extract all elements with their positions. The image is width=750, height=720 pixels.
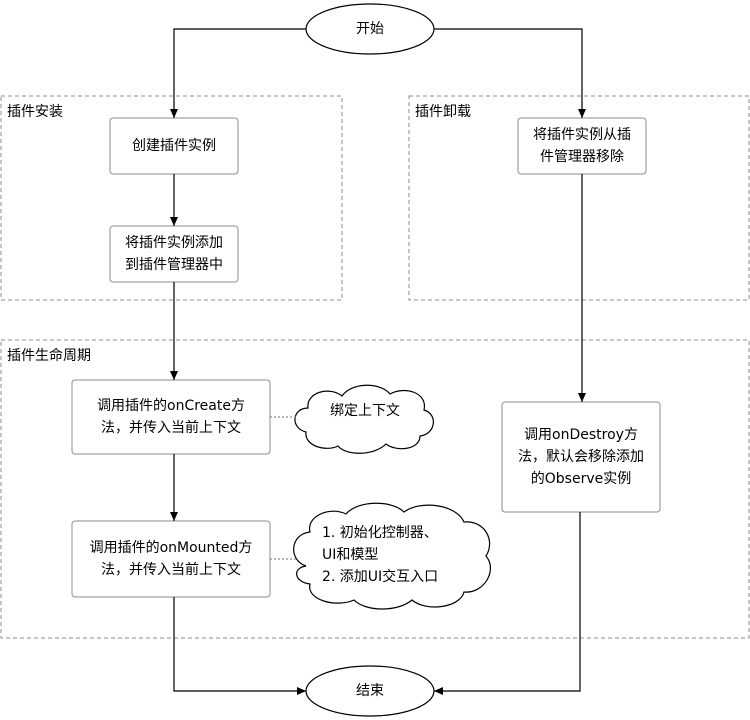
on-destroy-label: 调用onDestroy方 法，默认会移除添加 的Observe实例 bbox=[518, 427, 644, 487]
group-install-label: 插件安装 bbox=[7, 104, 63, 120]
end-label: 结束 bbox=[356, 683, 384, 699]
group-uninstall-label: 插件卸载 bbox=[415, 104, 471, 120]
edge-onmounted-to-end bbox=[173, 597, 306, 695]
mounted-notes-text: 1. 初始化控制器、 UI和模型 2. 添加UI交互入口 bbox=[322, 525, 439, 585]
on-mounted-label: 调用插件的onMounted方 法，并传入当前上下文 bbox=[89, 540, 253, 578]
mounted-notes-cloud bbox=[293, 502, 491, 610]
on-create-label: 调用插件的onCreate方 法，并传入当前上下文 bbox=[97, 398, 245, 436]
group-lifecycle bbox=[0, 339, 750, 639]
edge-start-to-create bbox=[170, 28, 306, 118]
group-install bbox=[0, 95, 343, 301]
on-destroy-box bbox=[501, 401, 661, 513]
group-uninstall bbox=[408, 95, 750, 301]
remove-from-manager-label: 将插件实例从插 件管理器移除 bbox=[533, 127, 631, 165]
bind-context-cloud bbox=[294, 384, 434, 454]
edge-ondestroy-to-end bbox=[434, 512, 581, 695]
add-to-manager-label: 将插件实例添加 到插件管理器中 bbox=[125, 235, 223, 273]
edge-start-to-remove bbox=[434, 28, 586, 118]
bind-context-note: 绑定上下文 bbox=[330, 403, 400, 419]
create-instance-label: 创建插件实例 bbox=[132, 138, 216, 154]
start-label: 开始 bbox=[356, 21, 384, 37]
group-lifecycle-label: 插件生命周期 bbox=[7, 348, 91, 364]
